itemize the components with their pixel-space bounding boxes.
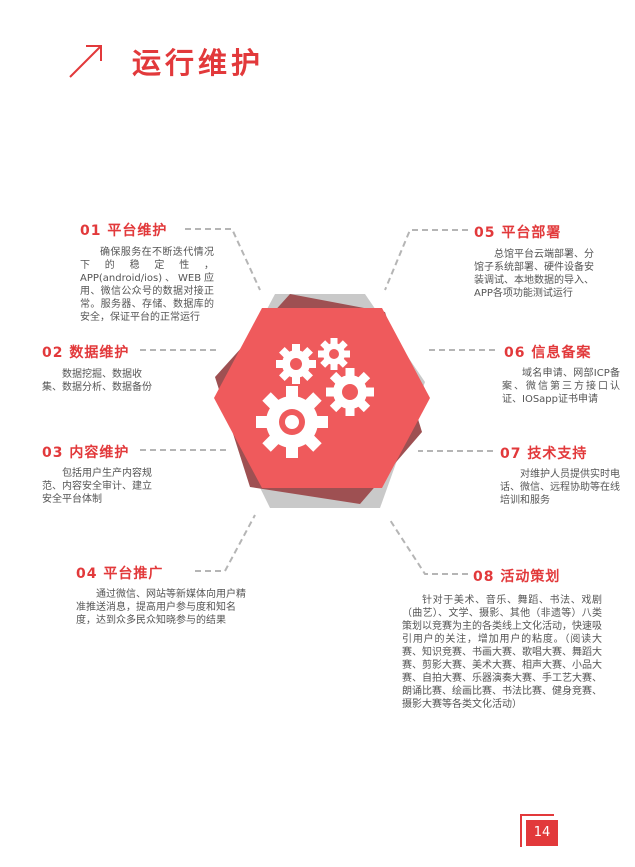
page-number: 14: [526, 820, 558, 846]
section-body-03: 包括用户生产内容规范、内容安全审计、建立安全平台体制: [42, 468, 152, 505]
page-title: 运行维护: [132, 46, 265, 80]
section-body-01: 确保服务在不断迭代情况下的稳定性，APP(android/ios)、WEB应用、…: [80, 247, 214, 323]
page-number-badge: 14: [520, 814, 562, 848]
section-body-04: 通过微信、网站等新媒体向用户精准推送消息，提高用户参与度和知名度，达到众多民众知…: [76, 589, 246, 626]
section-body-08: 针对于美术、音乐、舞蹈、书法、戏剧（曲艺）、文学、摄影、其他（非遗等）八类策划以…: [402, 595, 602, 710]
section-body-02: 数据挖掘、数据收集、数据分析、数据备份: [42, 369, 152, 393]
section-body-06: 域名申请、网部ICP备案、微信第三方接口认证、IOSapp证书申请: [502, 368, 620, 405]
section-heading-04: 04 平台推广: [76, 566, 164, 582]
section-heading-02: 02 数据维护: [42, 345, 130, 361]
section-body-05: 总馆平台云端部署、分馆子系统部署、硬件设备安装调试、本地数据的导入、APP各项功…: [474, 249, 594, 299]
section-heading-03: 03 内容维护: [42, 445, 130, 461]
section-heading-07: 07 技术支持: [500, 446, 588, 462]
section-heading-08: 08 活动策划: [473, 569, 561, 585]
central-hexagon-graphic: [214, 294, 430, 508]
gears-icon: [256, 338, 374, 458]
section-heading-05: 05 平台部署: [474, 225, 562, 241]
section-heading-06: 06 信息备案: [504, 345, 592, 361]
section-heading-01: 01 平台维护: [80, 223, 168, 239]
arrow-up-right-icon: [69, 45, 102, 78]
section-body-07: 对维护人员提供实时电话、微信、远程协助等在线培训和服务: [500, 469, 620, 506]
